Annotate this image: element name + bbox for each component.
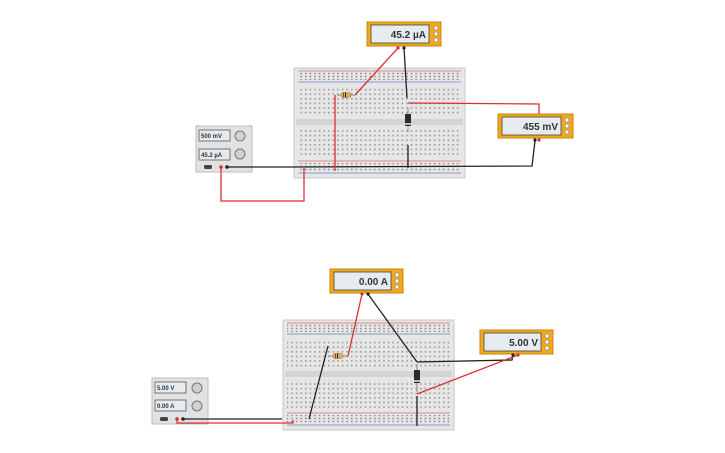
supply-voltage-readout: 5.00 V: [157, 386, 174, 392]
wires-1[interactable]: [220, 47, 540, 202]
voltmeter-2[interactable]: 5.00 V: [479, 329, 554, 357]
voltmeter-screen: [501, 116, 562, 136]
diode-2[interactable]: [414, 364, 420, 392]
circuit-1: 500 mV 45.2 µA: [195, 21, 574, 202]
terminal-dot-icon[interactable]: [564, 129, 570, 135]
voltmeter-1[interactable]: 455 mV: [497, 113, 574, 142]
ammeter-readout: 0.00 A: [359, 277, 388, 288]
supply-voltage-display: [198, 129, 231, 142]
power-switch[interactable]: [160, 417, 168, 421]
terminal-dot-icon[interactable]: [544, 339, 550, 345]
positive-probe-icon[interactable]: [537, 138, 541, 142]
voltmeter-readout: 455 mV: [523, 122, 558, 133]
resistor-1[interactable]: [337, 92, 355, 98]
supply-current-readout: 0.00 A: [157, 404, 175, 410]
terminal-dot-icon[interactable]: [394, 278, 400, 284]
ammeter-2[interactable]: 0.00 A: [329, 268, 404, 296]
resistor-2[interactable]: [328, 353, 348, 359]
negative-probe-icon[interactable]: [511, 353, 515, 357]
knob-icon[interactable]: [234, 130, 246, 142]
voltmeter-screen: [483, 332, 542, 352]
knob-icon[interactable]: [234, 148, 246, 160]
power-supply-1[interactable]: 500 mV 45.2 µA: [195, 125, 253, 173]
positive-probe-icon[interactable]: [396, 46, 400, 50]
negative-probe-icon[interactable]: [533, 138, 537, 142]
terminal-dot-icon[interactable]: [433, 31, 439, 37]
ammeter-screen: [333, 271, 392, 291]
supply-current-readout: 45.2 µA: [201, 153, 223, 159]
terminal-dot-icon[interactable]: [433, 25, 439, 31]
breadboard-2[interactable]: [282, 319, 455, 431]
terminal-dot-icon[interactable]: [394, 284, 400, 290]
circuit-2: 5.00 V 0.00 A: [151, 268, 554, 431]
power-switch[interactable]: [204, 165, 212, 169]
terminal-dot-icon[interactable]: [564, 117, 570, 123]
diode-1[interactable]: [405, 108, 411, 132]
negative-probe-icon[interactable]: [366, 292, 370, 296]
terminal-dot-icon[interactable]: [544, 333, 550, 339]
knob-icon[interactable]: [191, 400, 203, 412]
terminal-dot-icon[interactable]: [433, 37, 439, 43]
ammeter-readout: 45.2 µA: [391, 30, 426, 41]
knob-icon[interactable]: [191, 382, 203, 394]
positive-probe-icon[interactable]: [516, 353, 520, 357]
positive-probe-icon[interactable]: [360, 292, 364, 296]
ammeter-1[interactable]: 45.2 µA: [366, 21, 442, 50]
supply-voltage-display: [154, 381, 187, 394]
breadboard-1[interactable]: [293, 67, 466, 179]
terminal-dot-icon[interactable]: [544, 345, 550, 351]
power-supply-2[interactable]: 5.00 V 0.00 A: [151, 377, 209, 425]
terminal-dot-icon[interactable]: [394, 272, 400, 278]
supply-voltage-readout: 500 mV: [201, 134, 222, 140]
terminal-dot-icon[interactable]: [564, 123, 570, 129]
supply-current-display: [198, 148, 231, 161]
ammeter-screen: [370, 24, 430, 44]
supply-current-display: [154, 399, 187, 412]
voltmeter-readout: 5.00 V: [509, 338, 538, 349]
negative-probe-icon[interactable]: [402, 46, 406, 50]
